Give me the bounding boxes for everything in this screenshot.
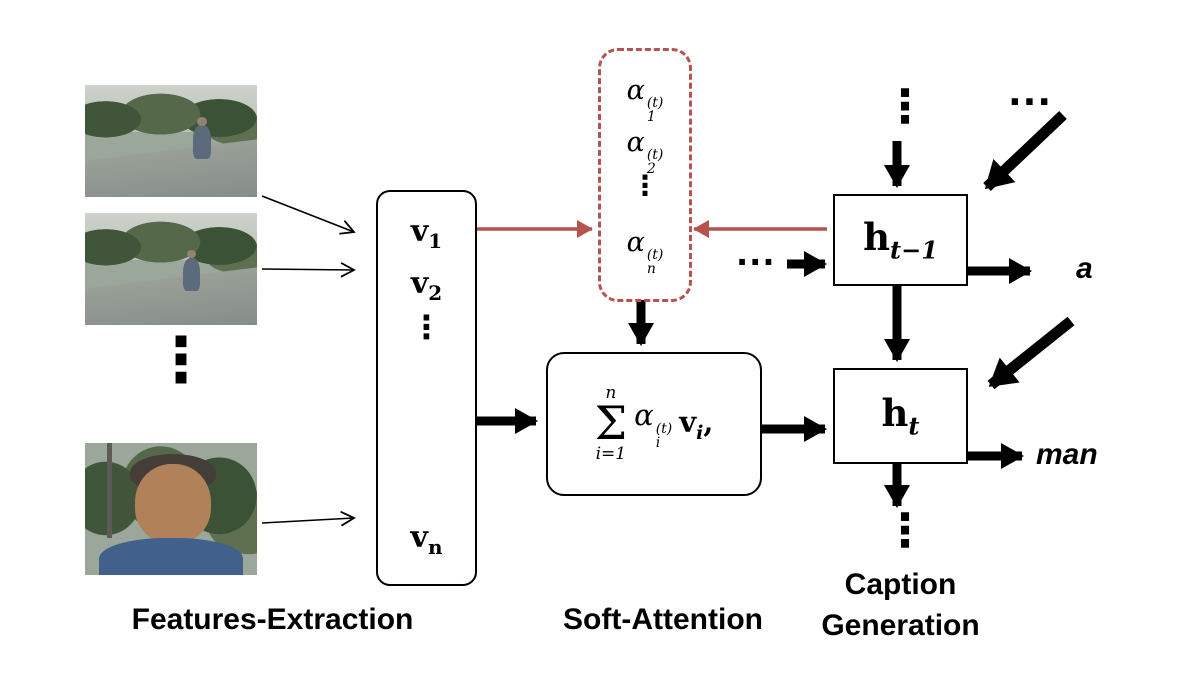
arrow-frame2-to-features	[261, 262, 356, 278]
frame1-person	[193, 117, 211, 159]
features-extraction-label: Features-Extraction	[131, 603, 414, 636]
caption-generation-label: Caption Generation	[788, 568, 1013, 643]
frames-vertical-ellipsis: ⋮	[150, 323, 212, 396]
h-prev-label: ht−1	[863, 215, 938, 265]
alpha-1: α(t)1	[626, 75, 664, 125]
video-frame-1	[85, 85, 257, 197]
frame3-pole	[107, 443, 112, 539]
output-word-man: man	[1036, 438, 1098, 471]
video-frame-3	[85, 443, 257, 575]
frame3-face	[134, 464, 211, 544]
top-right-ellipsis: ···	[1008, 82, 1053, 123]
ht-bottom-ellipsis: ⋮	[882, 503, 928, 557]
arrow-frame1-to-features	[261, 195, 356, 235]
alpha-n: α(t)n	[626, 227, 664, 277]
summation-symbol: n Σ i=1	[594, 383, 628, 464]
feature-vn: vn	[410, 520, 443, 559]
feature-vectors-box: v1 v2 ⋮ vn	[376, 190, 477, 586]
hidden-state-prev-box: ht−1	[833, 194, 968, 286]
h-t-label: ht	[881, 391, 920, 441]
hprev-left-ellipsis: ···	[736, 243, 776, 281]
alpha-2: α(t)2	[626, 127, 664, 177]
video-frame-2	[85, 213, 257, 325]
hprev-top-ellipsis: ⋮	[882, 79, 928, 133]
soft-attention-label: Soft-Attention	[563, 603, 763, 636]
frame3-shirt	[98, 538, 244, 575]
arrow-frame3-to-features	[261, 510, 356, 527]
caption-generation-line1: Caption	[844, 568, 957, 601]
caption-generation-line2: Generation	[821, 609, 980, 642]
feature-ellipsis: ⋮	[410, 308, 443, 346]
weighted-sum-box: n Σ i=1 α(t)i vi,	[546, 352, 762, 496]
output-word-a: a	[1076, 252, 1093, 285]
alpha-ellipsis: ⋮	[631, 169, 659, 202]
hidden-state-t-box: ht	[833, 368, 968, 464]
arrow-prevword-to-hprev	[983, 111, 1067, 191]
sum-alpha-term: α(t)i	[634, 397, 673, 451]
attention-weights-box: α(t)1 α(t)2 ⋮ α(t)n	[598, 48, 692, 302]
arrow-word-a-to-ht	[987, 316, 1075, 390]
feature-v2: v2	[410, 266, 443, 305]
sum-v-term: vi,	[679, 404, 714, 444]
frame2-person	[183, 249, 201, 292]
feature-v1: v1	[410, 214, 443, 253]
